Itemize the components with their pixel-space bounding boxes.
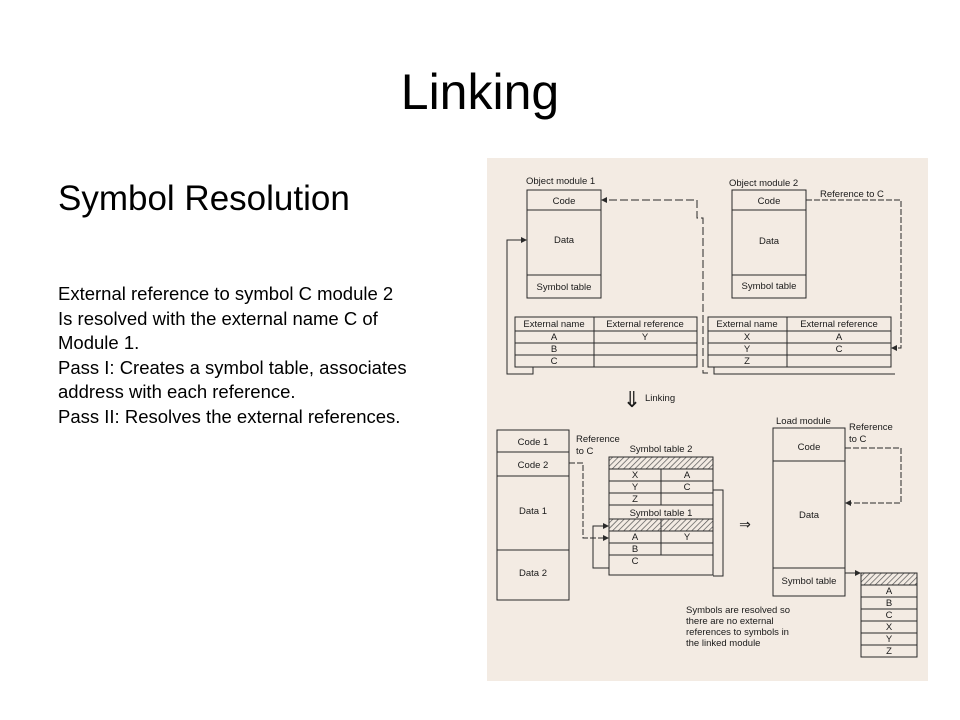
resolved-symbol: Y (886, 634, 893, 645)
resolved-symbol: A (886, 586, 893, 597)
note-line: the linked module (686, 638, 760, 649)
symtab2-title: Symbol table 2 (630, 444, 693, 455)
module2-ref-label: Reference to C (820, 189, 884, 200)
combined-data1: Data 1 (519, 506, 547, 517)
symtab2-row-ref: A (684, 470, 691, 481)
load-ref-line1: Reference (849, 422, 893, 433)
symtab2-row-ref: C (684, 482, 691, 493)
resolved-symbol: X (886, 622, 893, 633)
linking-diagram: Object module 1 Code Data Symbol table E… (487, 158, 928, 681)
module2-header-name: External name (716, 319, 777, 330)
symtab1-row-name: C (632, 556, 639, 567)
symtab1-title: Symbol table 1 (630, 508, 693, 519)
module1-row-name: A (551, 332, 558, 343)
slide-body: External reference to symbol C module 2 … (58, 282, 468, 429)
linking-arrow: ⇓ (623, 387, 641, 412)
module1-code: Code (553, 196, 576, 207)
slide-title: Linking (400, 64, 560, 120)
module2-row-ref: C (836, 344, 843, 355)
symtab1-row-name: B (632, 544, 638, 555)
linking-label: Linking (645, 393, 675, 404)
module1-header-name: External name (523, 319, 584, 330)
load-module-data: Data (799, 510, 820, 521)
module2-title: Object module 2 (729, 178, 798, 189)
module2-data: Data (759, 236, 780, 247)
module2-header-ref: External reference (800, 319, 878, 330)
note-line: there are no external (686, 616, 774, 627)
combined-data2: Data 2 (519, 568, 547, 579)
load-module-code: Code (798, 442, 821, 453)
arrow-head (603, 523, 609, 529)
module1-title: Object module 1 (526, 176, 595, 187)
body-line: Is resolved with the external name C of (58, 307, 378, 329)
resolved-symbol: B (886, 598, 892, 609)
load-module-title: Load module (776, 416, 831, 427)
arrow-head (521, 237, 527, 243)
arrow-head (845, 500, 851, 506)
module2-row-ref: A (836, 332, 843, 343)
body-line: Module 1. (58, 332, 140, 353)
combined-code2: Code 2 (518, 460, 549, 471)
combined-ref-line1: Reference (576, 434, 620, 445)
load-ref-line2: to C (849, 434, 867, 445)
body-line: Pass II: Resolves the external reference… (58, 405, 401, 427)
resolved-header-hatch (860, 572, 918, 586)
module1-data: Data (554, 235, 575, 246)
module1-symtab: Symbol table (537, 282, 592, 293)
combined-code1: Code 1 (518, 437, 549, 448)
symtab1-row-ref: Y (684, 532, 691, 543)
module2-code: Code (758, 196, 781, 207)
module2-row-name: X (744, 332, 751, 343)
arrow-head (891, 345, 897, 351)
load-module-symtab: Symbol table (782, 576, 837, 587)
body-line: address with each reference. (58, 381, 296, 402)
implies-arrow: ⇒ (739, 516, 751, 532)
module2-symtab: Symbol table (742, 281, 797, 292)
module1-header-ref: External reference (606, 319, 684, 330)
symtab2-row-name: X (632, 470, 639, 481)
module1-row-ref: Y (642, 332, 649, 343)
body-line: Pass I: Creates a symbol table, associat… (58, 356, 407, 378)
symtab1-row-name: A (632, 532, 639, 543)
combined-ref-line2: to C (576, 446, 594, 457)
arrow-head (603, 535, 609, 541)
symtab1-header-hatch (608, 518, 714, 532)
symtab2-header-hatch (608, 456, 714, 470)
note-line: references to symbols in (686, 627, 789, 638)
resolved-symbol: Z (886, 646, 892, 657)
resolved-symbol: C (886, 610, 893, 621)
diagram-background (487, 158, 928, 681)
body-line: External reference to symbol C module 2 (58, 283, 394, 304)
module2-row-name: Y (744, 344, 751, 355)
symtab2-row-name: Z (632, 494, 638, 505)
arrow-head (601, 197, 607, 203)
arrow-head (855, 570, 861, 576)
slide-subtitle: Symbol Resolution (58, 179, 350, 218)
module1-row-name: B (551, 344, 557, 355)
module2-row-name: Z (744, 356, 750, 367)
note-line: Symbols are resolved so (686, 605, 790, 616)
module1-row-name: C (551, 356, 558, 367)
symtab2-row-name: Y (632, 482, 639, 493)
